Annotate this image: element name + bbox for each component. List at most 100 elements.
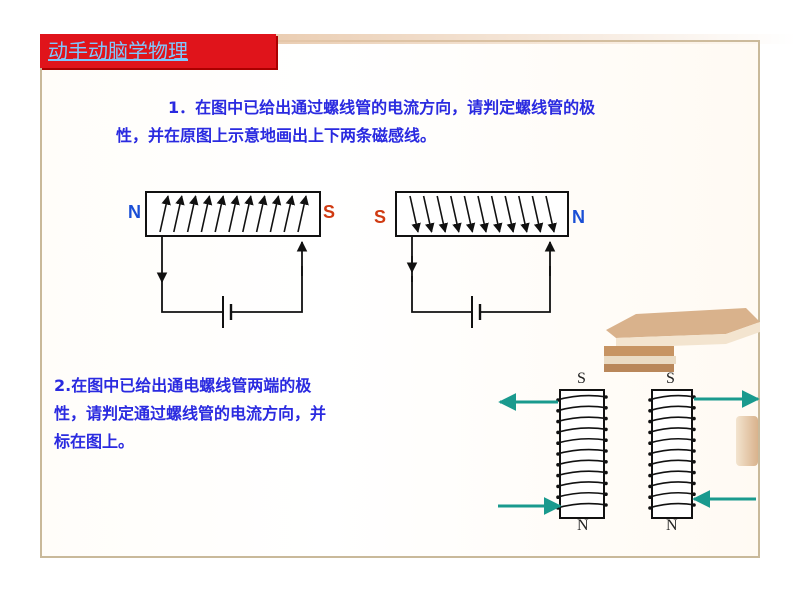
solenoid4-core — [651, 389, 693, 519]
solenoid1-wire-bottom-left — [161, 276, 223, 313]
solenoid4-dot — [648, 419, 652, 424]
book-stack-icon — [604, 308, 760, 372]
solenoid3-dot — [604, 503, 608, 507]
solenoid4-dot — [648, 441, 652, 446]
diagram2-left-pole: S — [374, 207, 387, 227]
solenoid2-winding — [436, 195, 449, 233]
solenoid3-dot — [556, 430, 560, 435]
solenoid2-winding — [545, 195, 557, 233]
solenoid4-dot — [648, 463, 652, 467]
solenoid4-dot — [692, 460, 696, 464]
solenoid4-dot — [692, 449, 696, 453]
question-1-line-2: 性，并在原图上示意地画出上下两条磁感线。 — [116, 126, 437, 145]
solenoid3-winding — [556, 427, 608, 434]
solenoid3-dot — [556, 441, 560, 446]
solenoid3-dot — [604, 427, 608, 432]
solenoid4-winding — [648, 502, 696, 509]
solenoid1-wire-bottom-right — [231, 266, 303, 313]
solenoid2-winding — [490, 195, 503, 233]
solenoid2-winding — [409, 195, 421, 233]
solenoid4-winding — [648, 427, 696, 434]
solenoid2-wire-bottom-right — [480, 266, 551, 313]
solenoid3-winding — [556, 481, 608, 488]
solenoid4-dot — [692, 492, 696, 497]
solenoid4-dot — [648, 473, 652, 478]
diagram4-bottom-pole: N — [666, 517, 678, 534]
question-2: 2.在图中已给出通电螺线管两端的极 性，请判定通过螺线管的电流方向，并 标在图上… — [54, 372, 444, 456]
solenoid4-dot — [648, 409, 652, 413]
solenoid2-winding — [422, 195, 435, 233]
diagram3-bottom-pole: N — [577, 517, 589, 534]
solenoid2-winding — [463, 195, 476, 233]
solenoid1-winding — [242, 195, 254, 233]
solenoid4-winding — [648, 437, 696, 444]
solenoid4-dot — [692, 427, 696, 432]
solenoid3-winding — [556, 470, 608, 477]
solenoid4-winding — [648, 491, 696, 498]
diagram3-top-pole: S — [577, 370, 586, 387]
solenoid3-dot — [604, 460, 608, 464]
solenoid2-wire-bottom-left — [411, 276, 472, 313]
diagram1-right-pole: S — [323, 202, 336, 222]
title-banner — [40, 34, 276, 68]
solenoid3-dot — [556, 463, 560, 467]
solenoid4-winding — [648, 459, 696, 466]
question-1: 1．在图中已给出通过螺线管的电流方向，请判定螺线管的极 性，并在原图上示意地画出… — [116, 94, 766, 150]
solenoid3-dot — [556, 484, 560, 489]
solenoid3-dot — [604, 481, 608, 486]
solenoid1-winding — [173, 195, 185, 233]
solenoid3-dot — [604, 416, 608, 421]
solenoid3-dot — [604, 470, 608, 475]
solenoid1-winding — [283, 195, 296, 233]
solenoid3-dot — [556, 452, 560, 456]
solenoid3-dot — [604, 492, 608, 497]
solenoid3-dot — [604, 406, 608, 410]
slide-frame — [40, 40, 760, 558]
question-2-line-1: 2.在图中已给出通电螺线管两端的极 — [54, 376, 312, 395]
book-corner-icon — [736, 416, 758, 466]
diagram1-left-pole: N — [128, 202, 141, 222]
solenoid2-winding — [504, 195, 517, 233]
solenoid3-winding — [556, 437, 608, 444]
solenoid1-winding — [269, 195, 282, 233]
solenoid4-dot — [648, 506, 652, 510]
solenoid4-winding — [648, 470, 696, 477]
solenoid4-winding — [648, 416, 696, 423]
solenoid2-winding — [531, 195, 544, 233]
solenoid4-dot — [692, 406, 696, 410]
solenoid3-winding — [556, 459, 608, 466]
diagram2-right-pole: N — [572, 207, 585, 227]
solenoid4-dot — [692, 481, 696, 486]
solenoid2-winding — [518, 195, 530, 233]
solenoid4-dot — [648, 452, 652, 456]
solenoid3-winding — [556, 394, 608, 401]
solenoid1-winding — [186, 195, 199, 233]
solenoid1-winding — [228, 195, 240, 233]
solenoid4-winding — [648, 448, 696, 455]
solenoid3-dot — [604, 438, 608, 443]
top-decor-bar — [276, 34, 796, 44]
solenoid1-winding — [255, 195, 268, 233]
solenoid3-winding — [556, 491, 608, 498]
question-2-line-3: 标在图上。 — [54, 432, 135, 451]
solenoid3-dot — [604, 449, 608, 453]
solenoid3-winding — [556, 416, 608, 423]
solenoid2-winding — [450, 195, 462, 233]
solenoid4-winding — [648, 405, 696, 412]
solenoid4-winding — [648, 394, 696, 401]
solenoid4-dot — [648, 484, 652, 489]
solenoid4-winding — [648, 481, 696, 488]
solenoid3-dot — [556, 409, 560, 413]
solenoid1-winding — [159, 195, 171, 233]
page-title: 动手动脑学物理 — [48, 39, 188, 63]
solenoid4-dot — [692, 438, 696, 443]
solenoid3-dot — [604, 395, 608, 399]
solenoid2-winding — [477, 195, 489, 233]
solenoid3-dot — [556, 495, 560, 500]
question-1-line-1: 1．在图中已给出通过螺线管的电流方向，请判定螺线管的极 — [168, 98, 596, 117]
solenoid1-winding — [214, 195, 227, 233]
diagram4-top-pole: S — [666, 370, 675, 387]
solenoid3-dot — [556, 419, 560, 424]
solenoid1-winding — [297, 195, 309, 233]
